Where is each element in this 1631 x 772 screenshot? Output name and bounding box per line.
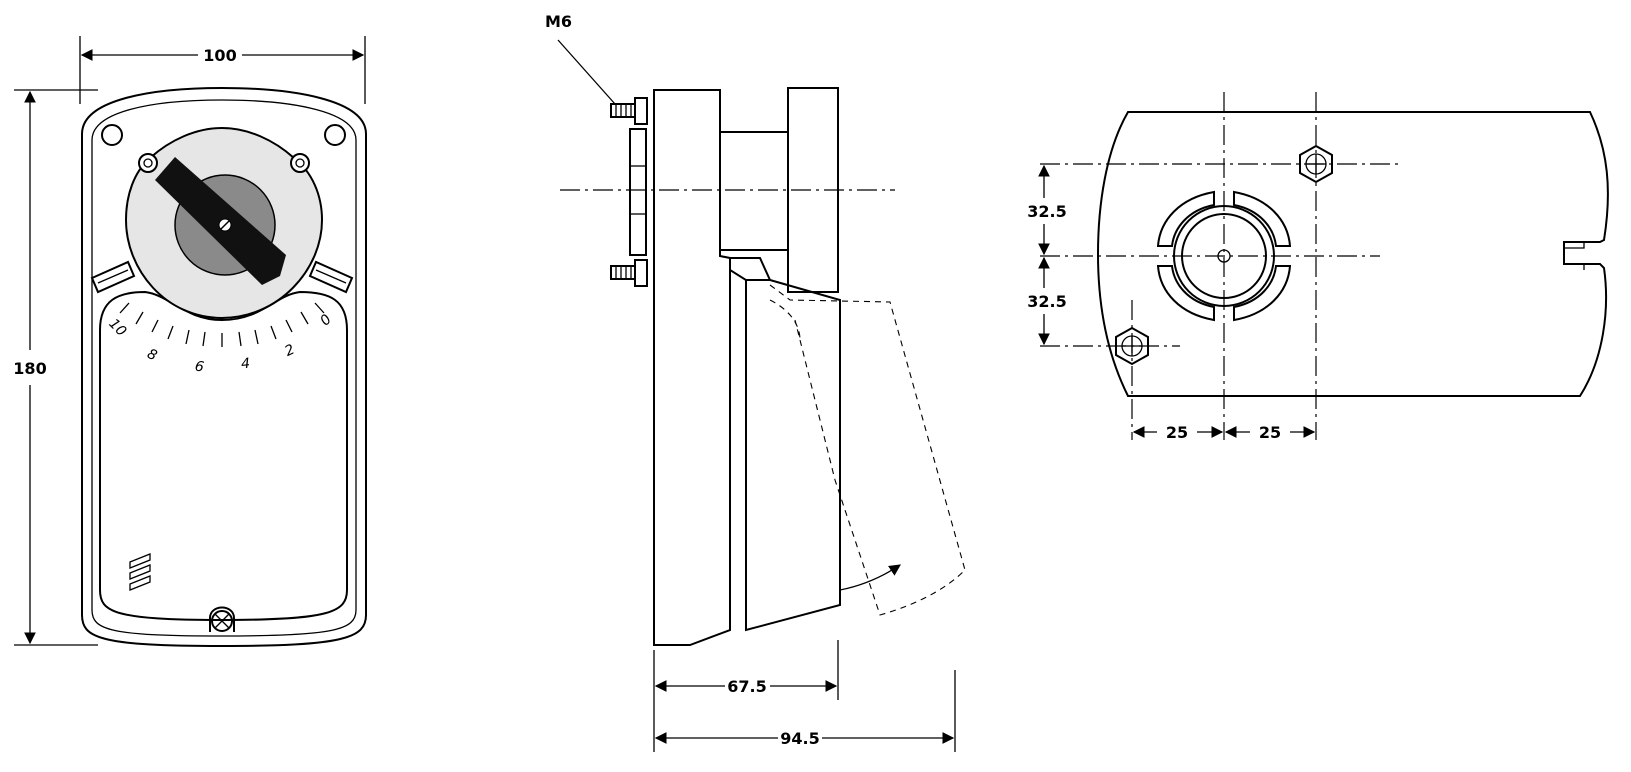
side-housing-body	[653, 89, 731, 646]
bolt-label: M6	[545, 12, 572, 31]
left-spacing-dimension: 25	[1132, 423, 1224, 442]
bolt-leader-line	[557, 39, 616, 105]
depth-label: 67.5	[727, 677, 766, 696]
handle-swing-arrow	[839, 564, 901, 591]
upper-offset-label: 32.5	[1027, 202, 1066, 221]
bolt-upper	[610, 97, 648, 125]
total-depth-label: 94.5	[780, 729, 819, 748]
shaft-clamp	[1156, 190, 1292, 322]
scale-label-0: 0	[317, 312, 335, 330]
height-label: 180	[13, 359, 46, 378]
rear-screw-lower	[1115, 326, 1149, 366]
right-spacing-dimension: 25	[1224, 423, 1316, 442]
right-spacing-label: 25	[1259, 423, 1281, 442]
width-dimension: 100	[79, 36, 366, 104]
latch-right	[308, 260, 354, 294]
left-spacing-label: 25	[1166, 423, 1188, 442]
upper-offset-dimension: 32.5	[1024, 164, 1070, 256]
total-depth-dimension: 94.5	[653, 670, 956, 752]
handle-side	[729, 257, 841, 632]
cover-panel	[99, 290, 348, 622]
depth-dimension: 67.5	[653, 640, 839, 700]
width-label: 100	[203, 46, 236, 65]
rear-body-outline	[1096, 111, 1609, 397]
lower-offset-label: 32.5	[1027, 292, 1066, 311]
rear-screw-upper	[1299, 144, 1333, 184]
scale-label-2: 2	[282, 342, 297, 360]
mounting-hole-right	[324, 124, 346, 146]
rotary-knob	[124, 126, 324, 320]
handle-swing-outline	[769, 284, 966, 616]
side-view: M6	[545, 12, 966, 752]
rear-view: 32.5 32.5 25 25	[1024, 92, 1609, 442]
scale-label-6: 6	[193, 358, 205, 375]
housing-inner-outline	[91, 99, 357, 637]
scale-label-10: 10	[105, 316, 129, 340]
mounting-hole-left	[101, 124, 123, 146]
lower-offset-dimension: 32.5	[1024, 256, 1070, 346]
scale-label-8: 8	[145, 346, 160, 364]
shaft-coupling	[719, 131, 789, 251]
bolt-lower	[610, 259, 648, 287]
mounting-bracket	[629, 128, 647, 256]
height-dimension: 180	[13, 89, 98, 646]
scale-label-4: 4	[240, 356, 250, 373]
housing-outline	[81, 86, 367, 648]
front-view: 100 180	[13, 36, 367, 648]
cover-screw	[209, 606, 235, 632]
latch-left	[90, 260, 136, 294]
brand-logo-mark	[129, 553, 151, 591]
